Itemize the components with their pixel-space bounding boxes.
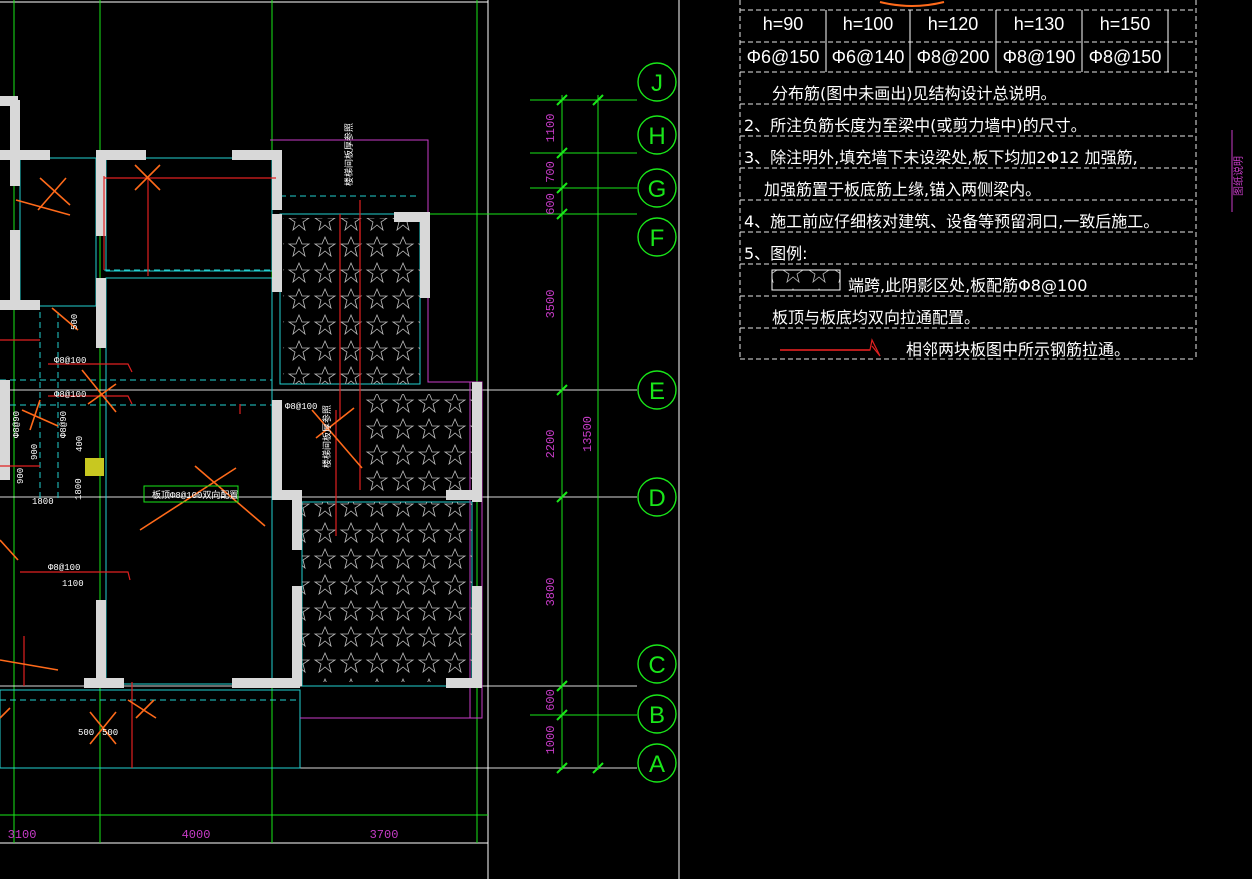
total-dim: 13500 bbox=[581, 416, 595, 452]
hatch-region bbox=[283, 218, 420, 384]
slab-thickness-cell: h=100 bbox=[842, 14, 894, 34]
dim-label: 400 bbox=[75, 436, 85, 452]
stair-note: 楼梯间板厚参照 bbox=[343, 123, 355, 186]
axis-bubble[interactable] bbox=[637, 115, 677, 155]
axis-label-b: B bbox=[649, 702, 665, 729]
rebar-label: Φ8@90 bbox=[12, 411, 22, 438]
axis-bubble[interactable] bbox=[637, 217, 677, 257]
dim-label: 500 bbox=[78, 728, 94, 738]
note-5-legend-title: 5、图例: bbox=[744, 244, 808, 263]
notes-panel: h=90 h=100 h=120 h=130 h=150 Φ6@150 Φ6@1… bbox=[740, 0, 1196, 360]
legend-hatch-swatch bbox=[771, 269, 841, 291]
slab-thickness-cell: h=120 bbox=[927, 14, 979, 34]
slab-thickness-cell: h=150 bbox=[1099, 14, 1151, 34]
dim-label: 500 bbox=[102, 728, 118, 738]
slab-note-box bbox=[143, 485, 239, 503]
axis-bubble[interactable] bbox=[637, 743, 677, 783]
slab-rebar-cell: Φ6@150 bbox=[746, 47, 820, 67]
axis-labels: J H G F E D C B A bbox=[648, 70, 667, 778]
bottom-dimension-labels: 3100 4000 3700 bbox=[8, 828, 399, 842]
side-note: 图纸说明 bbox=[1232, 156, 1246, 196]
opening-crosses bbox=[0, 164, 363, 745]
slab-thickness-cell: h=130 bbox=[1013, 14, 1065, 34]
row-dim: 1100 bbox=[544, 114, 558, 143]
axis-label-j: J bbox=[651, 70, 663, 97]
shear-walls bbox=[0, 96, 482, 688]
row-dim: 3800 bbox=[544, 578, 558, 607]
note-4: 4、施工前应仔细核对建筑、设备等预留洞口,一致后施工。 bbox=[744, 212, 1160, 231]
col-dim: 4000 bbox=[182, 828, 211, 842]
axis-bubble[interactable] bbox=[637, 694, 677, 734]
axis-bubble[interactable] bbox=[637, 477, 677, 517]
rebar-label: Φ8@100 bbox=[54, 356, 86, 366]
hatch-region bbox=[362, 394, 472, 492]
row-dim: 1000 bbox=[544, 726, 558, 755]
dim-label: 900 bbox=[16, 468, 26, 484]
axis-label-a: A bbox=[649, 751, 665, 778]
axis-bubble[interactable] bbox=[637, 644, 677, 684]
col-dim: 3700 bbox=[370, 828, 399, 842]
axis-bubbles bbox=[637, 62, 677, 783]
slab-table-dividers bbox=[825, 10, 1169, 72]
axis-bubble[interactable] bbox=[637, 62, 677, 102]
axis-label-d: D bbox=[648, 485, 665, 512]
note-distribution-bars: 分布筋(图中未画出)见结构设计总说明。 bbox=[772, 84, 1057, 103]
row-dim: 600 bbox=[544, 689, 558, 711]
dimension-lines bbox=[0, 95, 599, 816]
axis-label-g: G bbox=[648, 176, 667, 203]
plan-annotations: Φ8@100 Φ8@100 Φ8@100 Φ8@100 Φ8@90 Φ8@90 … bbox=[12, 123, 355, 738]
slab-rebar-cell: Φ6@140 bbox=[831, 47, 905, 67]
slab-rebar-cell: Φ8@200 bbox=[916, 47, 990, 67]
slab-rebar-cell: Φ8@190 bbox=[1002, 47, 1076, 67]
slab-rebar-cell: Φ8@150 bbox=[1088, 47, 1162, 67]
row-dim: 700 bbox=[544, 161, 558, 183]
rebar-label: Φ8@100 bbox=[48, 563, 80, 573]
slab-note: 板顶Φ8@100双向配置 bbox=[152, 489, 238, 501]
dimension-ticks bbox=[556, 94, 604, 774]
rebar-label: Φ8@100 bbox=[285, 402, 317, 412]
hatch-region bbox=[302, 502, 472, 682]
axis-label-h: H bbox=[648, 123, 665, 150]
row-dim: 600 bbox=[544, 193, 558, 215]
column-marker bbox=[85, 458, 104, 476]
rebar-lines bbox=[0, 176, 881, 768]
axis-label-f: F bbox=[650, 225, 665, 252]
beam-lines bbox=[0, 195, 420, 701]
axis-bubble[interactable] bbox=[637, 168, 677, 208]
dim-label: 900 bbox=[30, 444, 40, 460]
note-3-continued: 加强筋置于板底筋上缘,锚入两侧梁内。 bbox=[764, 180, 1042, 199]
row-dim: 2200 bbox=[544, 430, 558, 459]
revision-mark bbox=[879, 1, 945, 7]
stair-note: 楼梯间板厚参照 bbox=[321, 405, 333, 468]
rebar-label: Φ8@100 bbox=[54, 390, 86, 400]
rebar-label: Φ8@90 bbox=[59, 411, 69, 438]
axis-label-e: E bbox=[649, 378, 665, 405]
dim-label: 1800 bbox=[32, 497, 54, 507]
notes-table-grid bbox=[739, 0, 1197, 360]
legend-hatch-text: 端跨,此阴影区处,板配筋Φ8@100 bbox=[848, 276, 1088, 295]
dim-label: 1800 bbox=[74, 478, 84, 500]
slab-thickness-cell: h=90 bbox=[762, 14, 804, 34]
note-3: 3、除注明外,填充墙下未设梁处,板下均加2Φ12 加强筋, bbox=[744, 148, 1138, 167]
axis-bubble[interactable] bbox=[637, 370, 677, 410]
note-2: 2、所注负筋长度为至梁中(或剪力墙中)的尺寸。 bbox=[744, 116, 1087, 135]
dim-label: 1100 bbox=[62, 579, 84, 589]
row-dimension-labels: 1100 700 600 3500 2200 3800 600 1000 135… bbox=[544, 114, 595, 755]
col-dim: 3100 bbox=[8, 828, 37, 842]
legend-rebar-text: 相邻两块板图中所示钢筋拉通。 bbox=[906, 340, 1131, 359]
row-dim: 3500 bbox=[544, 290, 558, 319]
axis-label-c: C bbox=[648, 652, 665, 679]
dim-label: 500 bbox=[70, 314, 80, 330]
legend-hatch-text-2: 板顶与板底均双向拉通配置。 bbox=[772, 308, 981, 327]
